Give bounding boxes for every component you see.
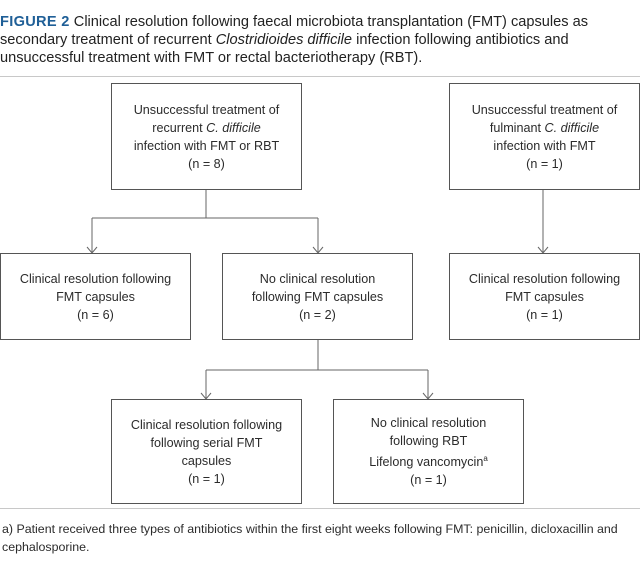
box-line: fulminant C. difficile [489, 120, 600, 135]
box-no-resolution-rbt: No clinical resolution following RBT Lif… [333, 399, 524, 504]
figure-label: FIGURE 2 [0, 14, 70, 30]
box-line: following serial FMT [150, 435, 263, 450]
figure-footnote: a) Patient received three types of antib… [2, 522, 618, 554]
box-line: capsules [181, 453, 232, 468]
box-line: Unsuccessful treatment of [133, 102, 280, 117]
box-count: (n = 1) [188, 471, 225, 486]
box-line: recurrent C. difficile [152, 120, 261, 135]
box-line: following FMT capsules [251, 289, 384, 304]
box-line: Clinical resolution following [130, 417, 283, 432]
box-no-clinical-resolution: No clinical resolution following FMT cap… [222, 253, 413, 340]
box-line: No clinical resolution [370, 415, 487, 430]
box-line: following RBT [389, 433, 468, 448]
caption-text-2: infection following antibiotics and unsu… [0, 32, 569, 66]
box-fulminant-unsuccessful: Unsuccessful treatment of fulminant C. d… [449, 83, 640, 190]
box-line: FMT capsules [505, 289, 584, 304]
box-line: Lifelong vancomycina [369, 453, 488, 470]
box-fulminant-resolution: Clinical resolution following FMT capsul… [449, 253, 640, 340]
caption-text-1: Clinical resolution following faecal mic… [0, 14, 589, 48]
box-clinical-resolution: Clinical resolution following FMT capsul… [0, 253, 191, 340]
footnote-marker: a [483, 453, 488, 463]
box-count: (n = 8) [188, 156, 225, 171]
box-count: (n = 1) [526, 156, 563, 171]
box-line: Clinical resolution following [19, 271, 172, 286]
box-count: (n = 1) [526, 307, 563, 322]
box-line: Clinical resolution following [468, 271, 621, 286]
figure-caption: FIGURE 2 Clinical resolution following f… [0, 13, 640, 67]
box-line: infection with FMT [493, 138, 596, 153]
top-rule [0, 76, 640, 77]
bottom-rule [0, 508, 640, 509]
box-count: (n = 2) [299, 307, 336, 322]
box-count: (n = 1) [410, 473, 447, 488]
box-count: (n = 6) [77, 307, 114, 322]
caption-italic: Clostridioides difficile [215, 32, 353, 48]
box-line: FMT capsules [56, 289, 135, 304]
box-line: Unsuccessful treatment of [471, 102, 618, 117]
box-serial-fmt-resolution: Clinical resolution following following … [111, 399, 302, 504]
box-line: No clinical resolution [259, 271, 376, 286]
box-line: infection with FMT or RBT [133, 138, 280, 153]
box-recurrent-unsuccessful: Unsuccessful treatment of recurrent C. d… [111, 83, 302, 190]
